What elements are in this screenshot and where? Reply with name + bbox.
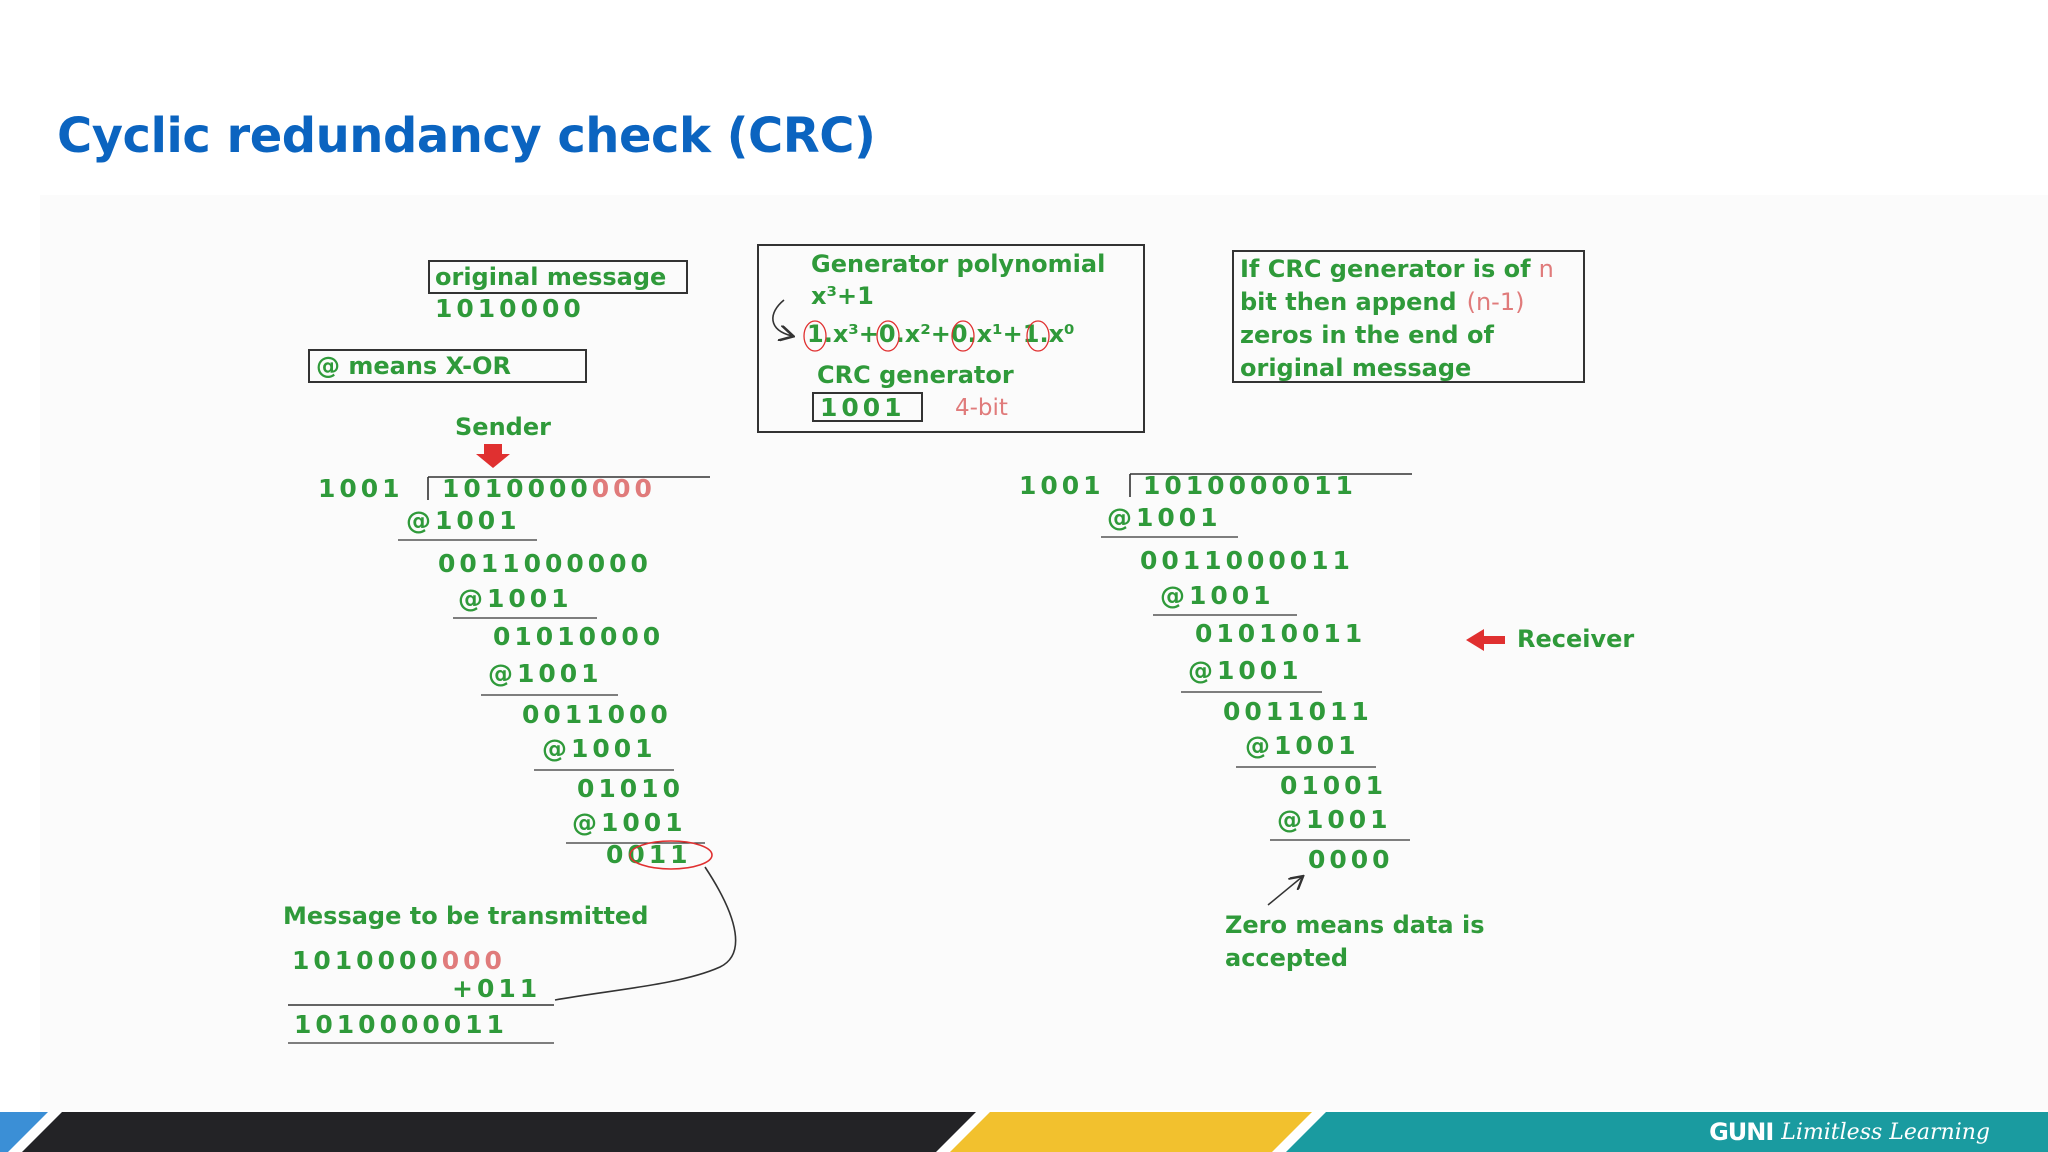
accept-pointer-arrow-icon [1267,877,1302,906]
sender-result-2: 01010000 [493,622,664,651]
xor-note-box [308,349,587,383]
crc-bits-note: 4-bit [955,395,1008,421]
coefficient-circle [803,320,827,352]
remainder-highlight-circle [629,840,713,870]
sender-dividend: 1010000000 [442,474,656,503]
transmit-message-padding: 000 [442,946,506,975]
generator-curved-arrow-icon [772,299,792,336]
crc-generator-bits: 1001 [820,393,906,422]
rule-line-4: original message [1240,354,1471,382]
footer-yellow-segment [950,1112,1312,1152]
generator-box [757,244,1145,433]
xor-note-text: @ means X-OR [316,352,511,380]
brand-tagline: Limitless Learning [1781,1119,1990,1145]
sender-xor-5: @1001 [572,808,687,837]
sender-result-3: 0011000 [522,700,672,729]
receiver-xor-2: @1001 [1160,581,1275,610]
coefficient-circle [1026,320,1050,352]
receiver-division-bracket [1129,473,1412,497]
footer-blue-segment [0,1112,48,1152]
footer-ribbon [0,1112,2048,1152]
receiver-result-2: 01010011 [1195,619,1366,648]
generator-expansion: 1.x³+0.x²+0.x¹+1.x⁰ [807,320,1075,348]
receiver-result-4: 01001 [1280,771,1387,800]
generator-poly: x³+1 [811,282,874,310]
brand-name: GUNI [1709,1118,1774,1146]
rule-line-1-var: n [1539,255,1554,283]
crc-diagram-svg: original message 1010000 @ means X-OR Se… [283,244,1634,1044]
sender-xor-1: @1001 [406,506,521,535]
receiver-divisor: 1001 [1019,471,1105,500]
sender-dividend-padding: 000 [592,474,656,503]
generator-heading: Generator polynomial [811,250,1105,278]
remainder-link-curve [554,866,737,1001]
receiver-xor-5: @1001 [1277,805,1392,834]
original-message-bits: 1010000 [435,294,585,323]
zero-means-line-2: accepted [1225,944,1348,972]
sender-arrow-icon [476,444,510,468]
message-transmit-label: Message to be transmitted [283,902,648,930]
receiver-dividend: 1010000011 [1143,471,1357,500]
receiver-result-3: 0011011 [1223,697,1373,726]
transmit-result: 1010000011 [294,1010,508,1039]
receiver-xor-4: @1001 [1245,731,1360,760]
rule-line-1-text: If CRC generator is of [1240,255,1531,283]
brand-logo: GUNI Limitless Learning [1709,1114,1990,1150]
sender-result-4: 01010 [577,774,684,803]
rule-line-3: zeros in the end of [1240,321,1494,349]
sender-label: Sender [455,413,551,441]
receiver-result-1: 0011000011 [1140,546,1354,575]
original-message-box [428,260,688,294]
rule-box [1232,250,1585,383]
receiver-arrow-icon [1466,629,1505,651]
sender-xor-4: @1001 [542,734,657,763]
receiver-xor-3: @1001 [1188,656,1303,685]
coefficient-circle [951,320,975,352]
rule-line-1: If CRC generator is of n [1240,255,1554,283]
receiver-remainder: 0000 [1308,845,1394,874]
original-message-label: original message [435,263,666,291]
sender-dividend-main: 1010000 [442,474,592,503]
transmit-message-main: 1010000 [292,946,442,975]
rule-line-2: bit then append (n-1) [1240,288,1524,316]
sender-xor-3: @1001 [488,659,603,688]
sender-division-bracket [427,476,710,500]
sender-remainder: 0011 [606,840,692,869]
sender-divisor: 1001 [318,474,404,503]
crc-bits-box [812,392,923,422]
sender-xor-2: @1001 [458,584,573,613]
footer-dark-segment [22,1112,976,1152]
slide-title: Cyclic redundancy check (CRC) [57,108,876,164]
crc-diagram: original message 1010000 @ means X-OR Se… [40,195,2048,1110]
coefficient-circle [876,320,900,352]
transmit-addend: +011 [452,974,541,1003]
receiver-label: Receiver [1517,625,1634,653]
rule-line-2-var: (n-1) [1467,288,1525,316]
receiver-xor-1: @1001 [1107,503,1222,532]
zero-means-line-1: Zero means data is [1225,911,1484,939]
crc-generator-label: CRC generator [817,361,1014,389]
transmit-message: 1010000000 [292,946,506,975]
sender-result-1: 0011000000 [438,549,652,578]
rule-line-2-text: bit then append [1240,288,1457,316]
footer-teal-segment [1286,1112,2048,1152]
